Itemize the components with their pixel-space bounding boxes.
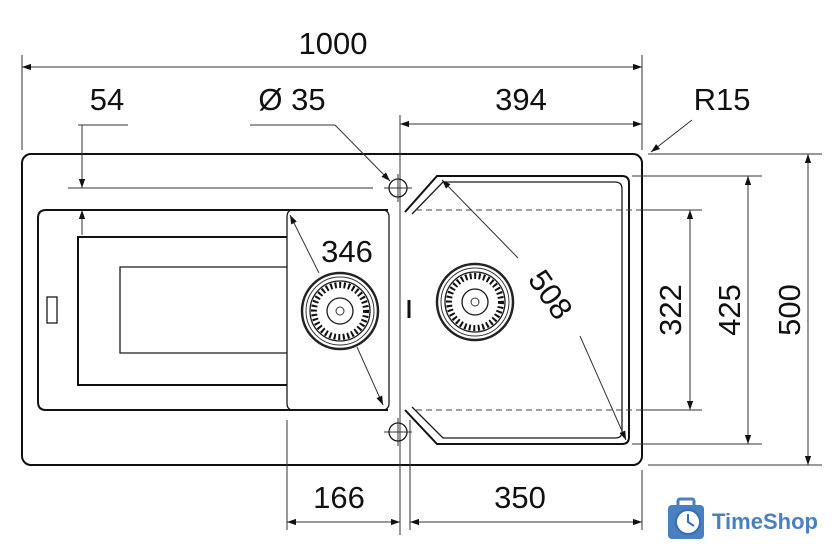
label-394: 394 <box>495 82 547 117</box>
dimension-tap-diameter: Ø 35 <box>250 82 391 182</box>
label-500: 500 <box>772 284 807 336</box>
dimension-small-bowl-diagonal: 346 <box>289 214 384 406</box>
dimension-main-bowl-diagonal: 508 <box>441 179 627 441</box>
label-166: 166 <box>313 480 365 515</box>
clock-bag-icon <box>668 497 704 539</box>
label-508: 508 <box>521 263 579 325</box>
label-322: 322 <box>653 284 688 336</box>
label-1000: 1000 <box>299 26 368 61</box>
dimension-350: 350 <box>410 470 643 530</box>
tap-hole-top <box>384 174 412 202</box>
sink-outline <box>21 153 643 466</box>
label-346: 346 <box>321 234 373 269</box>
dimension-overall-width: 1000 <box>21 26 643 150</box>
dimension-corner-radius: R15 <box>650 82 751 153</box>
dimension-main-offset: 394 <box>399 82 642 535</box>
main-bowl <box>404 175 640 530</box>
small-bowl-drain <box>300 271 380 351</box>
label-r15: R15 <box>694 82 751 117</box>
dimension-tap-offset: 54 <box>68 82 373 235</box>
label-54: 54 <box>90 82 124 117</box>
tap-hole-bottom <box>384 418 412 446</box>
dimension-500: 500 <box>648 153 822 466</box>
label-350: 350 <box>494 480 546 515</box>
label-diameter-35: Ø 35 <box>258 82 325 117</box>
dimension-425: 425 <box>632 175 762 445</box>
logo-text: TimeShop <box>712 509 818 534</box>
label-425: 425 <box>712 284 747 336</box>
timeshop-logo[interactable]: TimeShop <box>668 497 818 539</box>
main-bowl-drain <box>435 262 515 342</box>
dimension-322: 322 <box>640 209 702 411</box>
small-bowl <box>286 209 390 530</box>
drainer <box>37 209 388 411</box>
dimension-166: 166 <box>287 480 400 526</box>
